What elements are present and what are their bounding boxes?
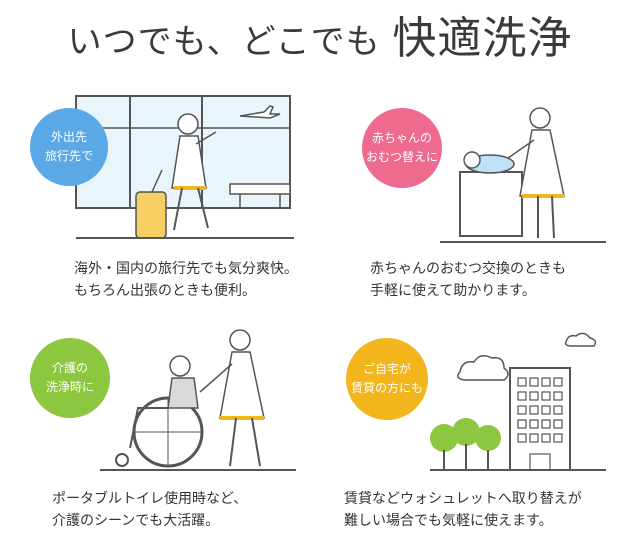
care-illustration — [100, 329, 296, 471]
caption-travel: 海外・国内の旅行先でも気分爽快。 もちろん出張のときも便利。 — [74, 261, 298, 299]
traveler-head — [177, 113, 199, 135]
suitcase — [135, 191, 167, 239]
airplane-icon — [239, 105, 281, 119]
home-illustration — [430, 332, 606, 471]
title-lead: いつでも、どこでも — [67, 22, 393, 62]
bench — [229, 183, 291, 195]
caregiver-head — [229, 329, 251, 351]
page-title: いつでも、どこでも 快適洗浄 — [0, 2, 640, 66]
caption-home: 賃貸などウォシュレットへ取り替えが 難しい場合でも気軽に使えます。 — [344, 491, 582, 529]
title-emphasis: 快適洗浄 — [392, 13, 573, 64]
badge-travel: 外出先 旅行先で — [30, 108, 108, 186]
cloud-right — [564, 332, 597, 347]
tree-3 — [475, 425, 501, 451]
caption-baby: 赤ちゃんのおむつ交換のときも 手軽に使えて助かります。 — [370, 261, 566, 299]
caption-care: ポータブルトイレ使用時など、 介護のシーンでも大活躍。 — [52, 491, 248, 529]
parent-head — [529, 107, 551, 129]
badge-baby: 赤ちゃんの おむつ替えに — [362, 108, 442, 188]
tree-1 — [430, 424, 458, 452]
changing-table — [459, 171, 523, 237]
tree-2 — [452, 418, 480, 446]
baby-illustration — [440, 107, 606, 243]
travel-illustration — [75, 95, 294, 239]
patient-head — [169, 355, 191, 377]
badge-care: 介護の 洗浄時に — [30, 338, 110, 418]
cloud-left — [457, 355, 509, 381]
badge-home: ご自宅が 賃貸の方にも — [346, 338, 428, 420]
